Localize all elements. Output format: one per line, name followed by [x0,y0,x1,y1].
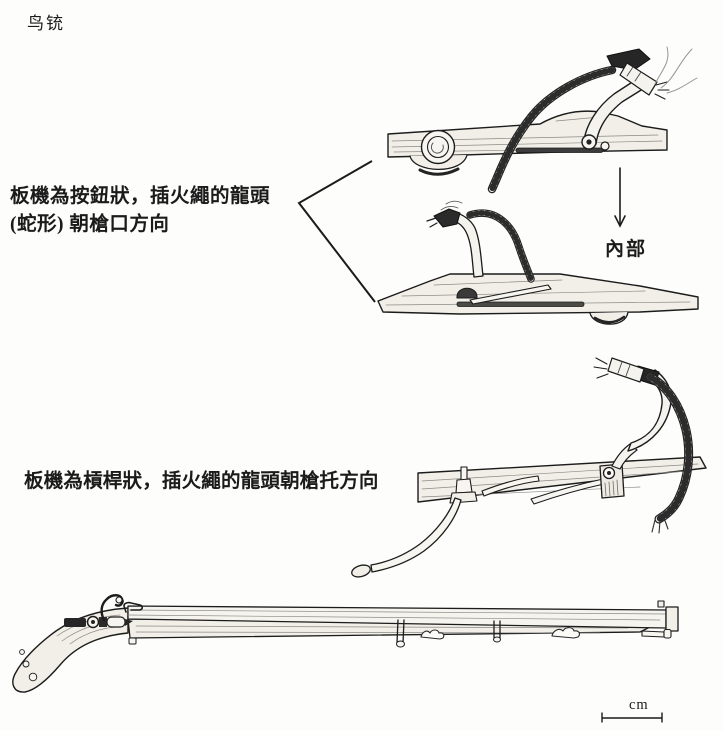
page-title: 鸟铳 [27,14,65,33]
figure-matchlock-internal [377,200,699,325]
annotation-lever-trigger: 板機為槓桿狀，插火繩的龍頭朝槍托方向 [24,471,379,492]
internal-view-arrow-icon [614,167,626,228]
figure-lever-matchlock [351,357,707,578]
scale-bar [601,712,663,723]
annotation-bracket-lines [297,160,376,303]
annotation-button-trigger-line2: (蛇形) 朝槍口方向 [10,214,170,235]
scale-unit-label: cm [629,697,649,713]
annotation-button-trigger-line1: 板機為按鈕狀，插火繩的龍頭 [10,186,271,207]
smoke-wisps [654,46,698,94]
figure-matchlock-external [387,46,698,194]
internal-view-label: 內部 [605,239,648,260]
annotation-button-trigger: 板機為按鈕狀，插火繩的龍頭 (蛇形) 朝槍口方向 [10,183,270,239]
figure-musket-full [12,594,679,693]
